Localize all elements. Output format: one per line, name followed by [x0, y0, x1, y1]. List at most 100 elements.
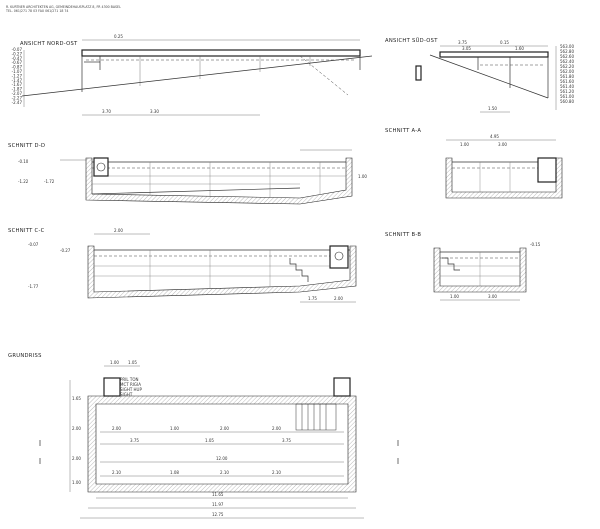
- note-line-4: SIGHT: [120, 392, 133, 397]
- level-label: 560.80: [560, 99, 574, 104]
- title-schnitt-aa: SCHNITT A-A: [385, 128, 421, 134]
- terrain-line: [21, 55, 373, 97]
- view-ansicht-sued-ost: ANSICHT SÜD-OST 563.00562.80562.60562.40…: [385, 37, 574, 113]
- cc-level-b: -0.27: [60, 248, 71, 253]
- aa-dim-mid-b: 3.00: [498, 142, 507, 147]
- level-label: -1.27: [12, 73, 23, 78]
- level-label: -2.47: [12, 100, 23, 105]
- title-schnitt-cc: SCHNITT C-C: [8, 228, 45, 234]
- aa-dim-top: 4.95: [490, 134, 499, 139]
- title-ansicht-sued-ost: ANSICHT SÜD-OST: [385, 37, 438, 44]
- level-label: -0.67: [12, 60, 23, 65]
- level-label: 561.80: [560, 74, 574, 79]
- cc-dim-top: 2.00: [114, 228, 123, 233]
- header-line-1: R. KURTNER ARCHITEKTEN AG, GEMEINDEHAUSP…: [6, 5, 121, 9]
- skimmer-right: [333, 377, 351, 397]
- note-line-2: MCT RIGIA: [120, 382, 141, 387]
- dim-sued-top-b: 0.15: [500, 40, 509, 45]
- g-row2-0: 3.75: [130, 438, 139, 443]
- dim-sued-top-c: 3.05: [462, 46, 471, 51]
- level-label: 562.20: [560, 64, 574, 69]
- level-label: 562.00: [560, 69, 574, 74]
- level-label: -2.27: [12, 95, 23, 100]
- g-row1-1: 1.00: [170, 426, 179, 431]
- g-total: 12.00: [216, 456, 228, 461]
- view-grundriss: GRUNDRISS PRIL TON MCT RIGIA SIGHT HUP S…: [8, 353, 399, 519]
- g-bottom-3: 2.10: [272, 470, 281, 475]
- dim-sued-bottom: 1.50: [488, 106, 497, 111]
- level-label: -0.27: [12, 51, 23, 56]
- header-line-2: TEL. 061/271 78 03 FAX 061/271 18 74: [5, 9, 68, 13]
- cc-level-a: -0.07: [28, 242, 39, 247]
- level-label: 561.40: [560, 84, 574, 89]
- bb-dim-b: 3.00: [488, 294, 497, 299]
- level-label: 563.00: [560, 44, 574, 49]
- title-ansicht-nord-ost: ANSICHT NORD-OST: [20, 41, 78, 47]
- note-line-3: SIGHT HUP: [120, 387, 142, 392]
- g-left-1: 2.00: [72, 426, 81, 431]
- g-left-0: 1.65: [72, 396, 81, 401]
- level-label: 562.80: [560, 49, 574, 54]
- level-label: -2.07: [12, 91, 23, 96]
- g-span-c: 12.75: [212, 512, 224, 517]
- cc-hatched-shell: [87, 245, 357, 299]
- level-label: -1.67: [12, 82, 23, 87]
- view-schnitt-dd: SCHNITT D-D -0.10 -1.22 -1.72 1.00: [8, 143, 367, 205]
- g-bottom-0: 2.10: [112, 470, 121, 475]
- level-label: 561.60: [560, 79, 574, 84]
- view-ansicht-nord-ost: ANSICHT NORD-OST -0.07-0.27-0.47-0.67-0.…: [12, 34, 373, 116]
- g-top-a: 1.00: [110, 360, 119, 365]
- g-row1-2: 2.00: [220, 426, 229, 431]
- g-bottom-1: 1.08: [170, 470, 179, 475]
- cc-dim-bottom-b: 2.00: [334, 296, 343, 301]
- dim-nord-ost-bottom-b: 3.30: [150, 109, 159, 114]
- g-row1-0: 2.00: [112, 426, 121, 431]
- view-schnitt-bb: SCHNITT B-B 1.00 3.00 -0.15: [385, 232, 541, 301]
- level-label: -0.07: [12, 47, 23, 52]
- dd-dim-right: 1.00: [358, 174, 367, 179]
- dim-sued-top-a: 3.75: [458, 40, 467, 45]
- bb-dim-a: 1.00: [450, 294, 459, 299]
- dd-hatched-shell: [85, 157, 353, 205]
- g-bottom-2: 2.10: [220, 470, 229, 475]
- g-span-b: 11.97: [212, 502, 224, 507]
- cc-dim-bottom-a: 1.75: [308, 296, 317, 301]
- aa-dim-mid-a: 1.00: [460, 142, 469, 147]
- title-schnitt-bb: SCHNITT B-B: [385, 232, 421, 238]
- view-schnitt-aa: SCHNITT A-A 4.95 1.00 3.00: [385, 128, 563, 199]
- level-scale-left: -0.07-0.27-0.47-0.67-0.87-1.07-1.27-1.47…: [12, 47, 25, 107]
- dim-sued-top-d: 1.60: [515, 46, 524, 51]
- nord-ost-top-edge: [81, 49, 361, 57]
- level-label: -1.47: [12, 78, 23, 83]
- dd-level-a: -0.10: [18, 159, 29, 164]
- note-line-1: PRIL TON: [120, 377, 138, 382]
- level-label: 562.60: [560, 54, 574, 59]
- g-left-2: 2.00: [72, 456, 81, 461]
- bb-level: -0.15: [530, 242, 541, 247]
- dd-level-c: -1.72: [44, 179, 55, 184]
- level-label: -1.87: [12, 87, 23, 92]
- level-label: 561.00: [560, 94, 574, 99]
- g-top-b: 1.05: [128, 360, 137, 365]
- title-schnitt-dd: SCHNITT D-D: [8, 143, 45, 149]
- dim-nord-ost-top: 0.25: [114, 34, 123, 39]
- cc-level-c: -1.77: [28, 284, 39, 289]
- level-label: -1.07: [12, 69, 23, 74]
- g-row2-2: 3.75: [282, 438, 291, 443]
- grundriss-walls: [87, 395, 357, 493]
- g-left-3: 1.00: [72, 480, 81, 485]
- bb-hatched-shell: [433, 247, 527, 293]
- g-span-a: 11.65: [212, 492, 224, 497]
- g-row2-1: 1.05: [205, 438, 214, 443]
- skimmer-left: [103, 377, 121, 397]
- view-schnitt-cc: SCHNITT C-C 2.00 1.75 2.00 -0.07 -0.27 -…: [8, 228, 357, 303]
- dim-nord-ost-bottom-a: 3.70: [102, 109, 111, 114]
- level-label: -0.47: [12, 56, 23, 61]
- bb-steps: [442, 257, 460, 271]
- level-label: -0.87: [12, 65, 23, 70]
- terrain-line-sued: [429, 54, 549, 99]
- level-label: 562.40: [560, 59, 574, 64]
- level-label: 561.20: [560, 89, 574, 94]
- cc-steps: [289, 258, 309, 282]
